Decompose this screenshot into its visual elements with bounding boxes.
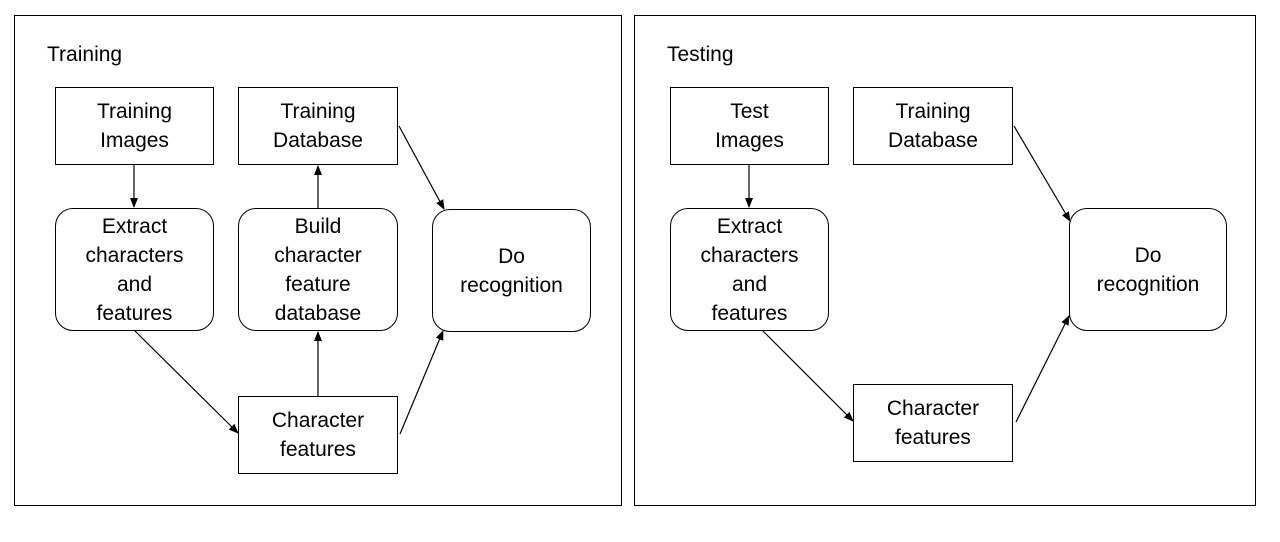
testing-panel-title: Testing: [667, 43, 734, 66]
training-panel-title: Training: [47, 43, 123, 66]
testing-do-recognition-box: Do recognition: [1069, 208, 1227, 331]
extract-characters-features-box: Extract characters and features: [55, 208, 214, 331]
test-images-label: Test Images: [715, 100, 784, 152]
do-recognition-label: Do recognition: [460, 244, 563, 297]
testing-training-database-box: Training Database: [853, 87, 1013, 165]
build-feature-database-box: Build character feature database: [238, 208, 398, 331]
testing-extract-characters-features-box: Extract characters and features: [670, 208, 829, 331]
training-database-label: Training Database: [273, 100, 363, 152]
training-database-box: Training Database: [238, 87, 398, 165]
do-recognition-box: Do recognition: [432, 209, 591, 332]
character-features-label: Character features: [271, 409, 365, 461]
training-images-label: Training Images: [96, 100, 173, 152]
testing-character-features-label: Character features: [886, 397, 980, 449]
testing-character-features-box: Character features: [853, 384, 1013, 462]
training-images-box: Training Images: [55, 87, 214, 165]
testing-do-recognition-label: Do recognition: [1096, 243, 1200, 296]
character-features-box: Character features: [238, 396, 398, 474]
extract-characters-features-label: Extract characters and features: [85, 214, 184, 325]
testing-training-database-label: Training Database: [888, 100, 978, 152]
build-feature-database-label: Build character feature database: [274, 214, 362, 325]
test-images-box: Test Images: [670, 87, 829, 165]
testing-extract-characters-features-label: Extract characters and features: [700, 214, 799, 325]
